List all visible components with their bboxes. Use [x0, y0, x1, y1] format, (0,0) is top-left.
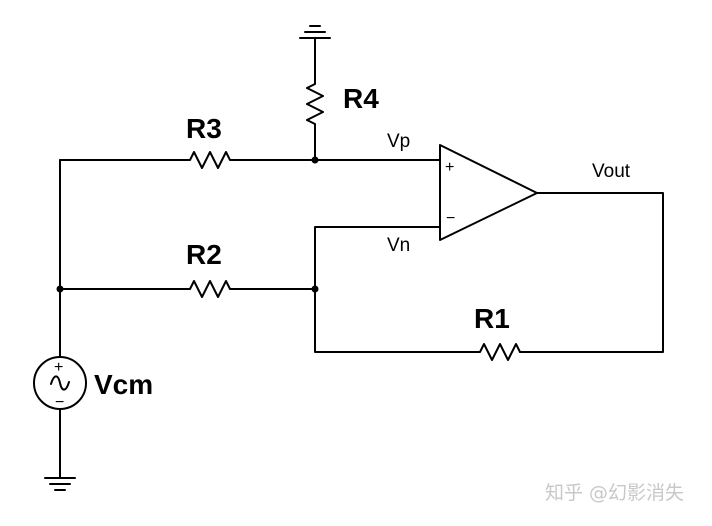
label-r4: R4 — [343, 83, 379, 114]
junction-vp — [311, 156, 319, 164]
junction-vn — [311, 285, 319, 293]
opamp-minus-sign: − — [446, 210, 455, 227]
voltage-source — [33, 356, 87, 410]
resistor-r2 — [184, 280, 236, 298]
label-vout: Vout — [592, 161, 631, 182]
resistor-r4 — [306, 79, 324, 129]
label-vn: Vn — [387, 235, 410, 256]
label-vp: Vp — [387, 131, 410, 152]
junction-left — [56, 285, 64, 293]
opamp-plus-sign: + — [445, 159, 454, 176]
ground-top — [299, 25, 331, 39]
resistor-r1 — [474, 343, 521, 361]
source-minus-sign: − — [55, 394, 64, 411]
sine-icon — [50, 375, 70, 391]
label-vcm: Vcm — [94, 369, 153, 400]
watermark-text: 知乎 @幻影消失 — [545, 482, 684, 504]
ground-bottom — [44, 477, 76, 491]
resistor-r3 — [184, 151, 236, 169]
label-r3: R3 — [186, 113, 222, 144]
source-plus-sign: + — [54, 359, 63, 376]
label-r1: R1 — [474, 303, 510, 334]
label-r2: R2 — [186, 239, 222, 270]
opamp — [439, 144, 538, 241]
